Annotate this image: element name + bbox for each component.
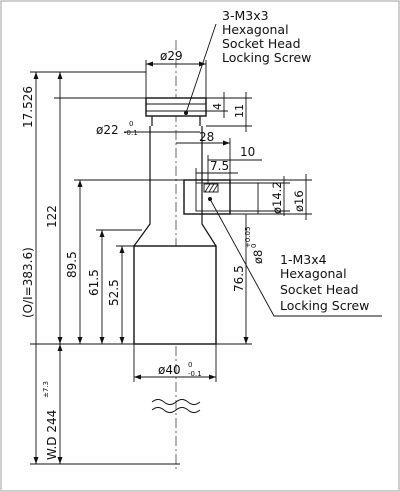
dim-d8: ø8 bbox=[251, 250, 265, 264]
screw-side-l2: Socket Head bbox=[280, 282, 359, 297]
dim-d40-tol-upper: 0 bbox=[188, 361, 192, 369]
screw-side-leader bbox=[209, 198, 382, 317]
screw-top-l1: Hexagonal bbox=[222, 22, 289, 37]
dim-w10: 10 bbox=[240, 145, 255, 159]
screw-top-l2: Socket Head bbox=[222, 36, 301, 51]
screw-side-l3: Locking Screw bbox=[280, 298, 369, 313]
dim-oi: (O/I=383.6) bbox=[21, 247, 35, 318]
dim-d16: ø16 bbox=[292, 190, 306, 212]
dim-d29: ø29 bbox=[160, 49, 183, 63]
dim-v52-5: 52.5 bbox=[107, 279, 121, 306]
v76-arrow bbox=[243, 337, 249, 344]
d29-arrows bbox=[146, 61, 206, 67]
hatch-1 bbox=[204, 183, 211, 193]
screw-top-qty: 3-M3x3 bbox=[222, 8, 269, 23]
dim-v76-5: 76.5 bbox=[232, 265, 246, 292]
dim-d14-2: ø14.2 bbox=[270, 181, 284, 214]
dim-d22-tol-upper: 0 bbox=[129, 120, 133, 128]
dim-v122: 122 bbox=[45, 205, 59, 228]
dim-d8-tol: +0.05 bbox=[244, 227, 252, 248]
dim-wd: W.D 244 bbox=[45, 410, 59, 460]
screw-top-l3: Locking Screw bbox=[222, 50, 311, 65]
dim-v17-526: 17.526 bbox=[21, 86, 35, 128]
dim-w28: 28 bbox=[199, 130, 214, 144]
hatch-2 bbox=[208, 183, 215, 193]
side-screw-box bbox=[203, 183, 219, 193]
screw-top-leader bbox=[185, 23, 217, 114]
break-mark-2 bbox=[151, 407, 201, 413]
w28-arrow bbox=[223, 140, 230, 146]
dim-wd-tol: ±7.3 bbox=[42, 381, 50, 398]
dim-h11: 11 bbox=[233, 104, 246, 118]
screw-side-qty: 1-M3x4 bbox=[280, 252, 327, 267]
main-body bbox=[133, 245, 217, 345]
top-ring bbox=[145, 97, 207, 117]
dim-w7-5: 7.5 bbox=[210, 159, 229, 173]
dim-v61-5: 61.5 bbox=[87, 269, 101, 296]
dim-h4: 4 bbox=[211, 103, 224, 110]
dim-v89-5: 89.5 bbox=[65, 251, 79, 278]
dim-d40: ø40 bbox=[158, 363, 181, 377]
taper-right bbox=[201, 214, 217, 247]
screw-side-l1: Hexagonal bbox=[280, 266, 347, 281]
break-mark-1 bbox=[151, 399, 201, 405]
dim-d8-tol-lower: 0 bbox=[250, 244, 258, 248]
hatch-3 bbox=[212, 183, 219, 193]
dim-d22: ø22 bbox=[96, 123, 119, 137]
dim-d22-tol-lower: -0.1 bbox=[124, 129, 138, 137]
dim-d40-tol-lower: -0.1 bbox=[188, 370, 202, 378]
taper-left bbox=[133, 214, 151, 247]
side-port bbox=[183, 179, 231, 215]
